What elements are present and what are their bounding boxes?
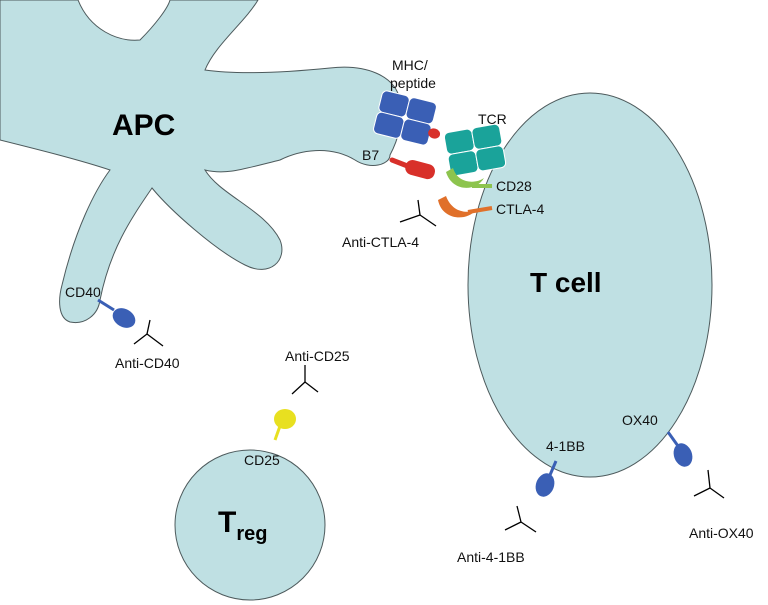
anti-cd25-label: Anti-CD25 — [285, 348, 350, 364]
mhc-label-line1: MHC/ — [392, 57, 428, 73]
treg-label-sub: reg — [236, 523, 267, 545]
t-cell — [467, 92, 713, 478]
anti-4-1bb-label: Anti-4-1BB — [457, 549, 525, 565]
ox40-receptor — [666, 431, 693, 467]
b7-ligand — [389, 157, 435, 180]
ctla4-label: CTLA-4 — [496, 201, 544, 217]
apc-label: APC — [112, 109, 175, 142]
treg-cell — [174, 449, 326, 601]
treg-label: Treg — [218, 506, 267, 545]
anti-cd40-antibody — [133, 319, 164, 347]
anti-ctla4-antibody — [399, 199, 437, 227]
b7-label: B7 — [362, 147, 379, 163]
cd28-receptor — [446, 168, 492, 188]
cd28-label: CD28 — [496, 178, 532, 194]
anti-ox40-antibody — [693, 469, 725, 499]
anti-cd40-label: Anti-CD40 — [115, 355, 180, 371]
anti-ox40-label: Anti-OX40 — [689, 525, 754, 541]
anti-ctla4-label: Anti-CTLA-4 — [342, 234, 419, 250]
anti-4-1bb-antibody — [504, 505, 537, 533]
ox40-label: OX40 — [622, 412, 658, 428]
4-1bb-label: 4-1BB — [546, 438, 585, 454]
treg-label-main: T — [218, 506, 236, 539]
mhc-label-line2: peptide — [390, 75, 436, 91]
4-1bb-receptor — [535, 460, 558, 497]
cd25-receptor — [273, 409, 296, 441]
anti-cd25-antibody — [291, 365, 319, 395]
ctla4-receptor — [438, 196, 493, 218]
cd40-receptor — [97, 298, 136, 328]
cd40-label: CD40 — [65, 284, 101, 300]
apc-cell — [0, 0, 402, 324]
cd25-label: CD25 — [244, 452, 280, 468]
t-cell-label: T cell — [530, 267, 602, 298]
tcr-complex — [443, 123, 507, 177]
tcr-label: TCR — [478, 111, 507, 127]
mhc-peptide-complex — [373, 90, 441, 146]
